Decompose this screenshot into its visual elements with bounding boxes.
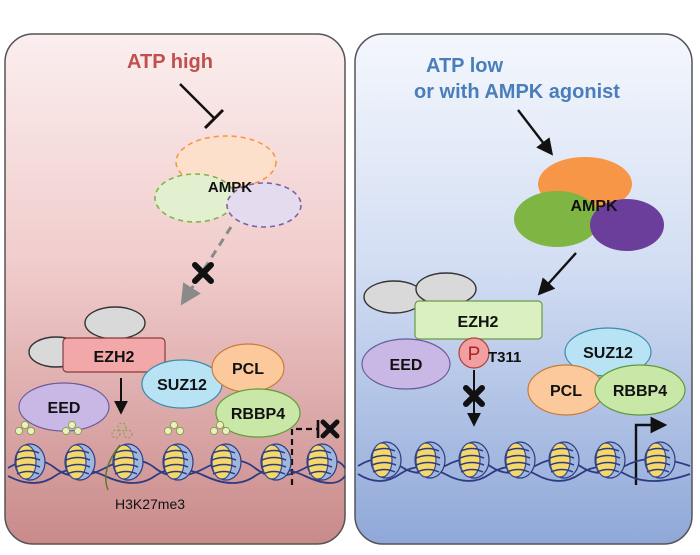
- inhibit-bar: [203, 108, 225, 130]
- ampk-label-right: AMPK: [570, 198, 618, 215]
- ampk-complex-inactive: AMPK: [154, 135, 302, 228]
- grey-subunit-4: [415, 272, 477, 306]
- ampk-label-left: AMPK: [208, 179, 252, 196]
- x-mark-icon-right: [463, 385, 485, 407]
- ampk-complex-active: AMPK: [514, 157, 664, 251]
- active-tss-icon: [634, 416, 668, 485]
- ezh2-label-right: EZH2: [458, 314, 499, 331]
- atp-high-label: ATP high: [127, 51, 213, 73]
- x-mark-icon: [192, 262, 214, 284]
- rbbp4-label-left: RBBP4: [231, 406, 285, 423]
- ezh2-box-left: [62, 337, 166, 373]
- rbbp4-left: [215, 388, 301, 438]
- suz12-label-left: SUZ12: [157, 377, 207, 394]
- rbbp4-right: [594, 364, 686, 416]
- pcl-label-right: PCL: [550, 383, 582, 400]
- ezh2-label-left: EZH2: [94, 349, 135, 366]
- pcl-label-left: PCL: [232, 361, 264, 378]
- ampk-agonist-label: or with AMPK agonist: [414, 81, 620, 103]
- grey-subunit-2: [84, 306, 146, 340]
- phospho-label: P: [468, 344, 481, 365]
- mark-pointer: [105, 444, 121, 491]
- eed-label-left: EED: [48, 400, 81, 417]
- eed-label-right: EED: [390, 357, 423, 374]
- inhibit-arrow-icon: [179, 83, 215, 119]
- new-methyl-mark: [111, 422, 133, 439]
- right-panel: ATP low or with AMPK agonist AMPK EZH2 E…: [354, 33, 693, 545]
- suz12-label-right: SUZ12: [583, 345, 633, 362]
- eed-right: [361, 338, 451, 390]
- rbbp4-label-right: RBBP4: [613, 383, 667, 400]
- phospho-mark: [458, 337, 490, 369]
- t311-label: T311: [488, 349, 521, 366]
- blocked-ampk-arrow: [180, 226, 233, 306]
- activation-arrow-1: [517, 109, 554, 156]
- left-panel: ATP high AMPK EZH2 EED SUZ12: [4, 33, 346, 545]
- atp-low-label: ATP low: [426, 55, 503, 77]
- activation-arrow-2: [537, 252, 577, 296]
- x-mark-icon-tss: [320, 419, 340, 439]
- h3k27me3-label: H3K27me3: [115, 496, 185, 512]
- repressed-tss-icon: [290, 427, 318, 485]
